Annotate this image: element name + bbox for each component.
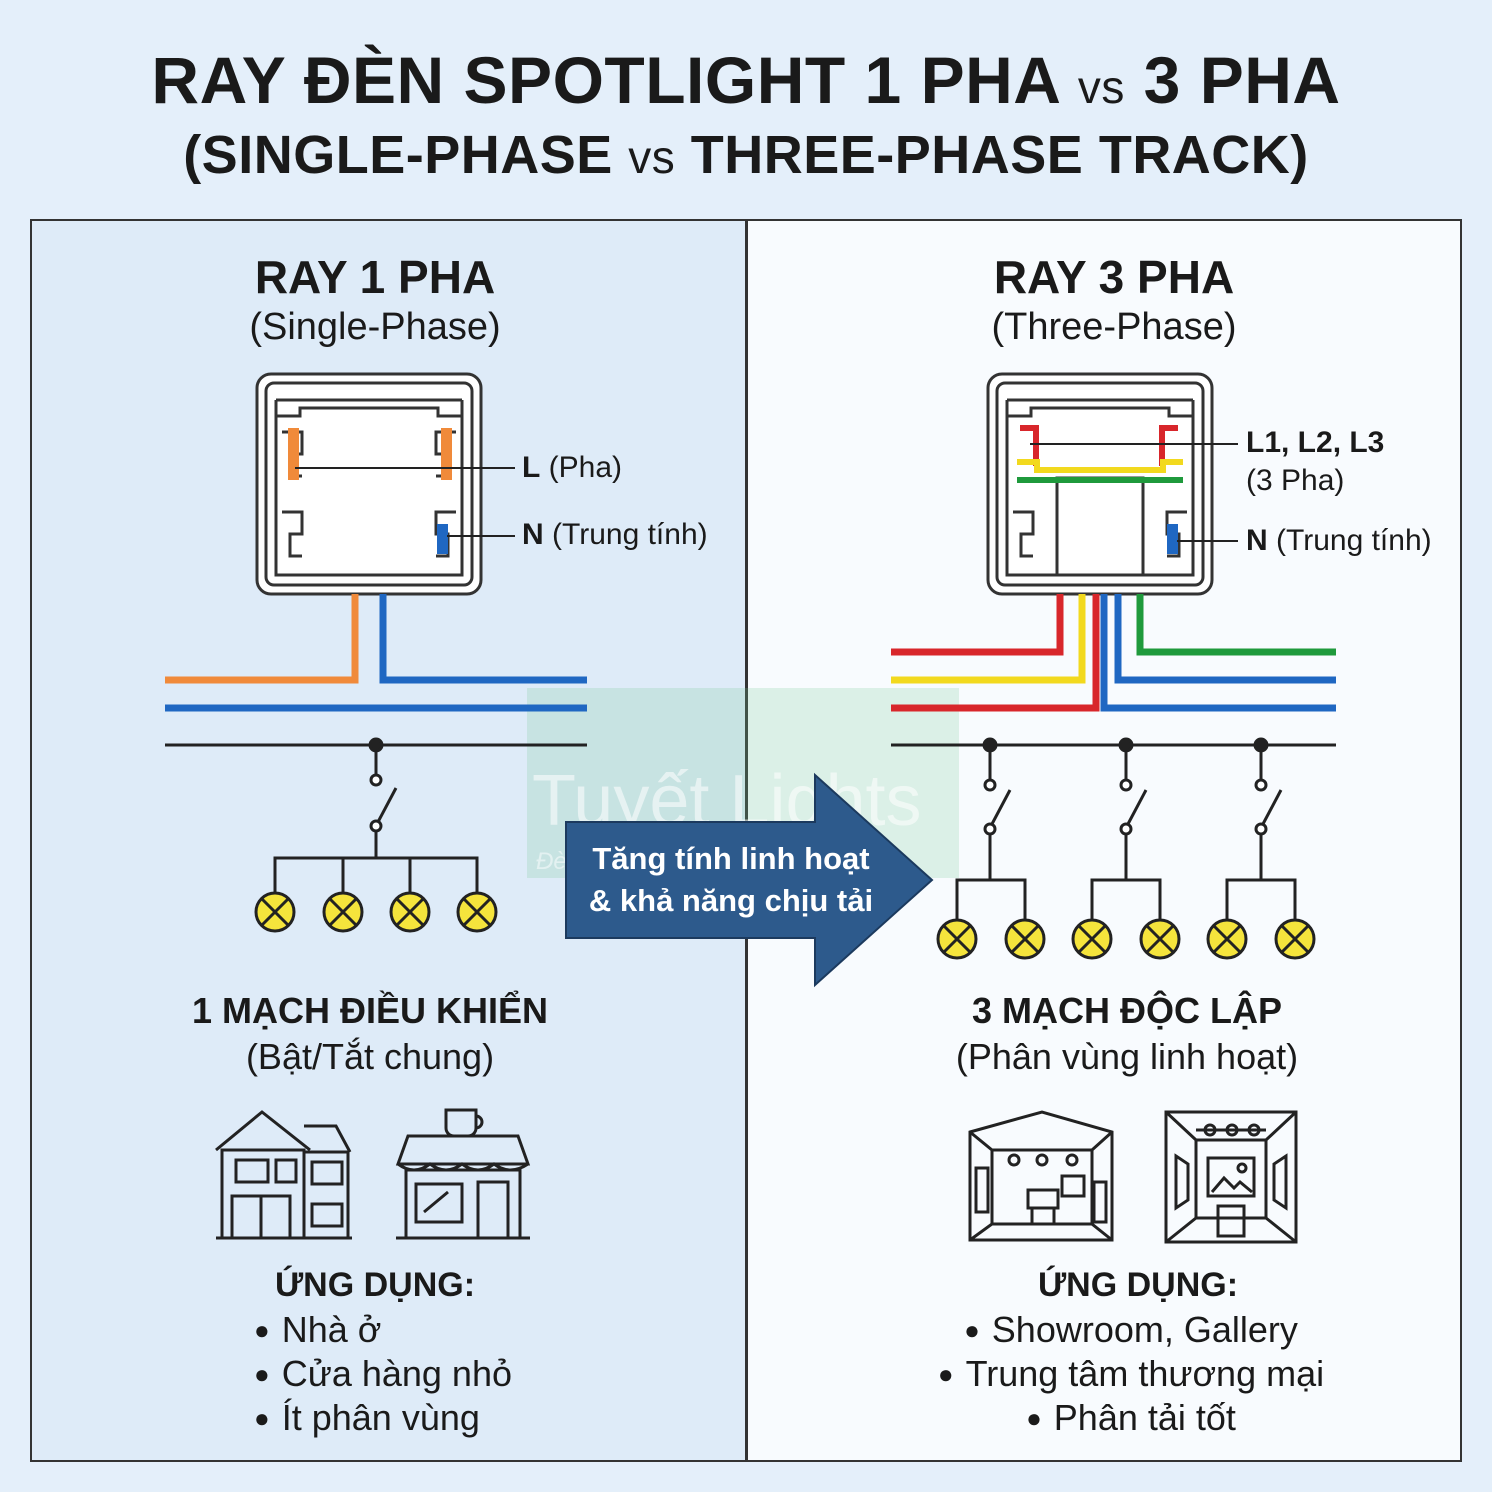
gallery-icon <box>1164 1110 1298 1244</box>
circuit-segment <box>1225 878 1297 920</box>
single-phase-leader-lines <box>295 467 515 537</box>
three-phase-lamps <box>936 918 1316 960</box>
single-phase-l-contacts <box>288 428 452 480</box>
three-phase-branches <box>955 737 1297 920</box>
main-subtitle-part1: (SINGLE-PHASE <box>183 125 613 185</box>
main-title-part1: RAY ĐÈN SPOTLIGHT 1 PHA <box>151 43 1059 117</box>
l-label-symbol: L <box>522 451 541 484</box>
single-phase-n-label: N (Trung tính) <box>522 518 708 552</box>
circuit-segment <box>1126 789 1148 825</box>
n-label-text: (Trung tính) <box>543 518 708 551</box>
n-label-symbol: N <box>522 518 544 551</box>
three-phase-l-label: L1, L2, L3 (3 Pha) <box>1246 424 1384 500</box>
single-phase-title: RAY 1 PHA <box>254 251 496 303</box>
lamp-icon <box>389 891 431 933</box>
n3-label-text: (Trung tính) <box>1267 524 1432 557</box>
single-phase-apps-list: Nhà ở Cửa hàng nhỏ Ít phân vùng <box>254 1308 512 1440</box>
house-icon <box>215 1110 352 1240</box>
arrow-label-line2: & khả năng chịu tải <box>588 883 874 918</box>
arrow-label: Tăng tính linh hoạt & khả năng chịu tải <box>566 838 896 922</box>
circuit-segment <box>1119 822 1133 836</box>
list-item: Ít phân vùng <box>254 1396 512 1440</box>
main-title-vs: vs <box>1077 61 1125 113</box>
circuit-segment <box>983 778 997 792</box>
single-phase-feeder <box>165 594 587 712</box>
circuit-segment <box>955 878 1027 920</box>
three-phase-circuit-title: 3 MẠCH ĐỘC LẬP <box>971 990 1282 1031</box>
shop-icon <box>395 1108 531 1240</box>
upgrade-arrow <box>565 772 934 988</box>
main-subtitle-vs: vs <box>628 131 676 183</box>
single-phase-track-profile <box>255 372 483 596</box>
single-phase-subtitle: (Single-Phase) <box>249 306 501 348</box>
circuit-segment <box>1261 789 1283 825</box>
main-title-part2: 3 PHA <box>1143 43 1341 117</box>
circuit-segment <box>1254 778 1268 792</box>
three-phase-n-contacts <box>1167 524 1178 554</box>
circuit-segment <box>1119 778 1133 792</box>
n3-label-symbol: N <box>1246 524 1268 557</box>
lamp-icon <box>936 918 978 960</box>
showroom-icon <box>968 1110 1114 1242</box>
lamp-icon <box>456 891 498 933</box>
circuit-segment <box>990 789 1012 825</box>
list-item: Trung tâm thương mại <box>750 1352 1492 1396</box>
l123-label-symbol: L1, L2, L3 <box>1246 426 1385 459</box>
single-phase-lamps <box>254 891 498 933</box>
circuit-segment <box>1090 878 1162 920</box>
arrow-label-line1: Tăng tính linh hoạt <box>592 841 870 876</box>
three-phase-apps-list: Showroom, Gallery Trung tâm thương mại P… <box>750 1308 1492 1440</box>
single-phase-circuit-subtitle: (Bật/Tắt chung) <box>245 1036 495 1077</box>
list-item: Nhà ở <box>254 1308 512 1352</box>
three-phase-n-label: N (Trung tính) <box>1246 524 1432 558</box>
three-phase-subtitle: (Three-Phase) <box>991 306 1237 348</box>
list-item: Cửa hàng nhỏ <box>254 1352 512 1396</box>
three-phase-apps-title: ỨNG DỤNG: <box>1037 1266 1239 1304</box>
l-label-text: (Pha) <box>540 451 623 484</box>
list-item: Showroom, Gallery <box>750 1308 1492 1352</box>
main-subtitle: (SINGLE-PHASE vs THREE-PHASE TRACK) <box>0 124 1492 186</box>
lamp-icon <box>1206 918 1248 960</box>
circuit-segment <box>1254 822 1268 836</box>
lamp-icon <box>322 891 364 933</box>
list-item: Phân tải tốt <box>750 1396 1492 1440</box>
single-phase-circuit-title: 1 MẠCH ĐIỀU KHIỂN <box>191 990 549 1031</box>
three-phase-circuit-subtitle: (Phân vùng linh hoạt) <box>955 1036 1299 1077</box>
single-phase-apps-title: ỨNG DỤNG: <box>274 1266 476 1304</box>
main-title: RAY ĐÈN SPOTLIGHT 1 PHA vs 3 PHA <box>0 42 1492 118</box>
single-phase-circuit <box>165 737 587 893</box>
circuit-segment <box>983 822 997 836</box>
lamp-icon <box>254 891 296 933</box>
l123-label-text: (3 Pha) <box>1246 464 1345 497</box>
three-phase-title: RAY 3 PHA <box>993 251 1235 303</box>
lamp-icon <box>1004 918 1046 960</box>
lamp-icon <box>1274 918 1316 960</box>
three-phase-leader-lines <box>1030 443 1238 542</box>
single-phase-l-label: L (Pha) <box>522 451 622 485</box>
three-phase-track-profile <box>986 372 1214 596</box>
single-phase-n-contacts <box>437 524 448 554</box>
lamp-icon <box>1071 918 1113 960</box>
three-phase-feeder <box>891 594 1336 712</box>
main-subtitle-part2: THREE-PHASE TRACK) <box>690 125 1309 185</box>
lamp-icon <box>1139 918 1181 960</box>
three-phase-l-contacts <box>1017 425 1183 483</box>
